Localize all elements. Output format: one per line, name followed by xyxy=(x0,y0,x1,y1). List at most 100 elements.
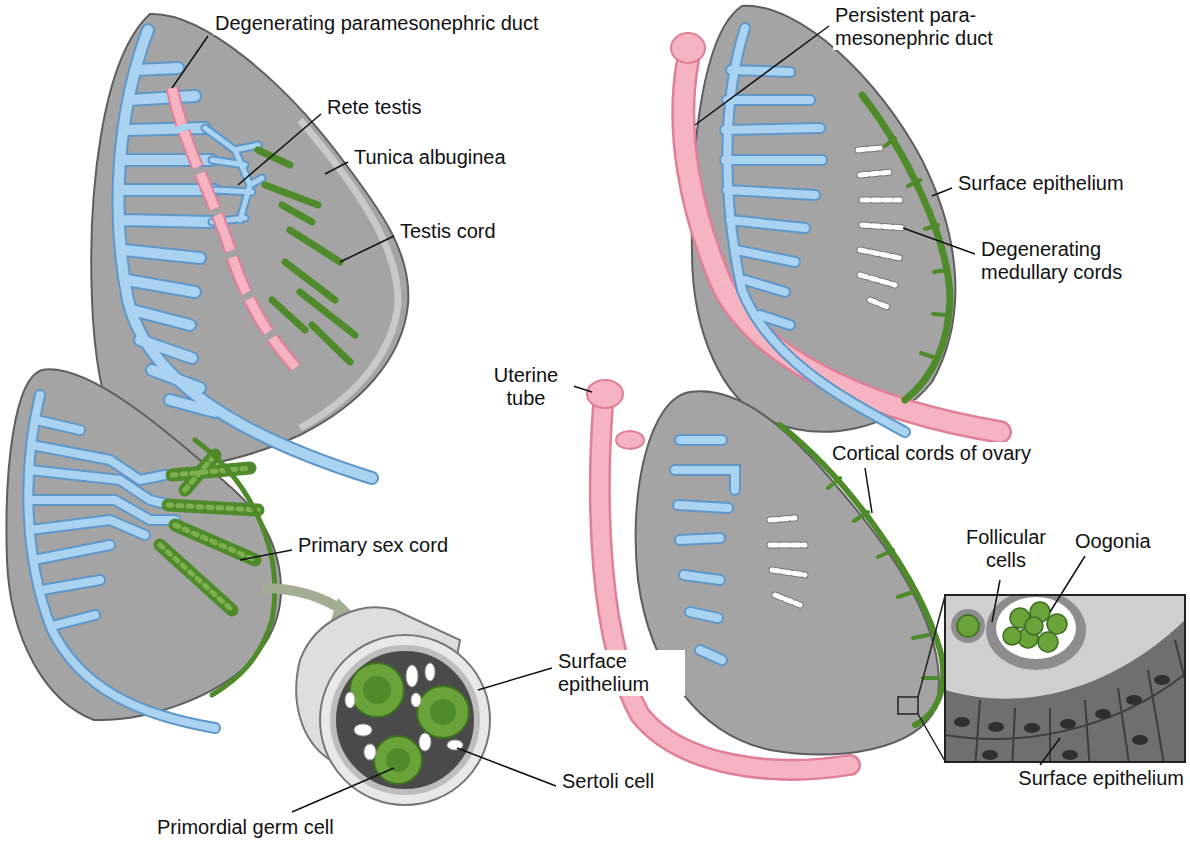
degenerating-cords xyxy=(770,518,805,605)
inset-pointer xyxy=(898,596,945,761)
part-label: Tunica albuginea xyxy=(352,146,508,169)
part-label: Surface epithelium xyxy=(1016,767,1186,790)
part-label: Persistent para- mesonephric duct xyxy=(833,4,1012,50)
uterine-tube xyxy=(600,405,850,770)
mesonephric-duct xyxy=(725,28,905,432)
inset-detail xyxy=(957,615,979,637)
inset-detail xyxy=(1154,675,1170,685)
leader-lines xyxy=(172,26,1085,812)
sex-cord-cross-section xyxy=(345,663,463,760)
part-label: Rete testis xyxy=(325,96,423,119)
inset-detail xyxy=(1062,750,1078,760)
sex-cord-cross-section xyxy=(354,724,372,736)
sex-cord-cross-section xyxy=(447,740,463,750)
inset-detail xyxy=(1095,709,1111,719)
leader-lines xyxy=(238,114,321,185)
degenerating-cords xyxy=(770,518,805,605)
inset-detail xyxy=(945,590,1190,770)
sex-cord-cross-section xyxy=(406,665,418,687)
sex-cord-cross-section xyxy=(374,736,422,784)
inset-pointer xyxy=(898,697,918,714)
surface-epithelium xyxy=(862,95,950,400)
paramesonephric-duct xyxy=(172,88,300,372)
paramesonephric-duct xyxy=(671,33,1000,432)
sex-cord-cross-section xyxy=(419,733,431,751)
leader-lines xyxy=(325,162,348,174)
arrow xyxy=(262,588,345,612)
cortical-cords xyxy=(780,425,943,725)
mesonephric-remnants xyxy=(675,440,735,660)
inset-pointer xyxy=(918,596,945,761)
sex-cord-cross-section xyxy=(345,692,355,708)
sex-cord-cross-section xyxy=(363,676,456,772)
inset-detail xyxy=(1126,695,1142,705)
inset-detail xyxy=(945,595,1185,762)
inset-detail xyxy=(1047,614,1067,634)
degenerating-cords xyxy=(858,148,905,308)
testis-cords xyxy=(258,150,355,362)
paramesonephric-duct xyxy=(671,33,705,63)
uterine-tube xyxy=(587,380,850,770)
uterine-tube xyxy=(616,431,644,449)
inset-detail xyxy=(1024,723,1040,733)
part-label: Surface epithelium xyxy=(956,172,1126,195)
part-label: Cortical cords of ovary xyxy=(830,442,1033,465)
primary-sex-cords xyxy=(195,440,275,695)
degenerating-cords xyxy=(770,518,805,605)
leader-lines xyxy=(457,748,556,786)
leader-lines xyxy=(340,236,394,262)
inset-detail xyxy=(1003,602,1067,652)
part-label: Surface epithelium xyxy=(556,650,685,696)
mesonephric-remnants xyxy=(675,440,735,660)
sex-cord-cross-section xyxy=(320,635,490,805)
paramesonephric-duct xyxy=(172,88,300,372)
inset-detail xyxy=(982,750,998,760)
degenerating-cords xyxy=(858,148,905,308)
part-label: Degenerating medullary cords xyxy=(979,238,1153,284)
primary-sex-cords xyxy=(160,455,258,610)
inset-detail xyxy=(954,717,970,727)
degenerating-cords xyxy=(858,148,905,308)
leader-lines xyxy=(903,228,975,254)
uterine-tube xyxy=(600,405,850,770)
paramesonephric-duct xyxy=(172,88,300,372)
sex-cord-cross-section xyxy=(296,607,490,805)
sex-cord-cross-section xyxy=(411,693,421,707)
leader-lines xyxy=(992,580,1000,622)
uterine-tube xyxy=(587,380,623,408)
part-label: Oogonia xyxy=(1073,530,1153,553)
inset-detail xyxy=(1132,735,1148,745)
sex-cord-cross-section xyxy=(425,663,435,681)
sex-cord-cross-section xyxy=(333,648,477,792)
leader-lines xyxy=(1040,738,1060,765)
leader-lines xyxy=(932,188,952,196)
mesonephric-duct xyxy=(725,28,905,432)
sex-cord-cross-section xyxy=(350,663,404,717)
primary-sex-cords xyxy=(160,455,258,610)
sex-cord-cross-section xyxy=(364,744,376,760)
inset-detail xyxy=(945,595,1185,762)
inset-detail xyxy=(986,595,1086,670)
cortical-cords xyxy=(828,478,937,678)
sex-cord-cross-section xyxy=(350,663,469,784)
sex-cord-cross-section xyxy=(363,676,391,704)
leader-lines xyxy=(478,668,552,690)
part-label: Testis cord xyxy=(398,220,498,243)
leader-lines xyxy=(172,36,208,88)
part-label: Sertoli cell xyxy=(560,770,656,793)
testis-cords xyxy=(258,150,355,362)
surface-epithelium xyxy=(885,138,947,357)
leader-lines xyxy=(292,768,394,812)
leader-lines xyxy=(865,468,872,513)
part-label: Degenerating paramesonephric duct xyxy=(213,12,541,35)
inset-detail xyxy=(954,675,1170,760)
primary-sex-cords xyxy=(160,440,275,695)
inset-detail xyxy=(1003,627,1021,645)
leader-lines xyxy=(695,26,829,125)
cortical-cords xyxy=(780,425,943,725)
surface-epithelium xyxy=(862,95,950,400)
part-label: Primordial germ cell xyxy=(155,816,336,839)
inset-detail xyxy=(988,722,1004,732)
leader-lines xyxy=(240,550,292,560)
sex-cord-cross-section xyxy=(386,748,410,772)
